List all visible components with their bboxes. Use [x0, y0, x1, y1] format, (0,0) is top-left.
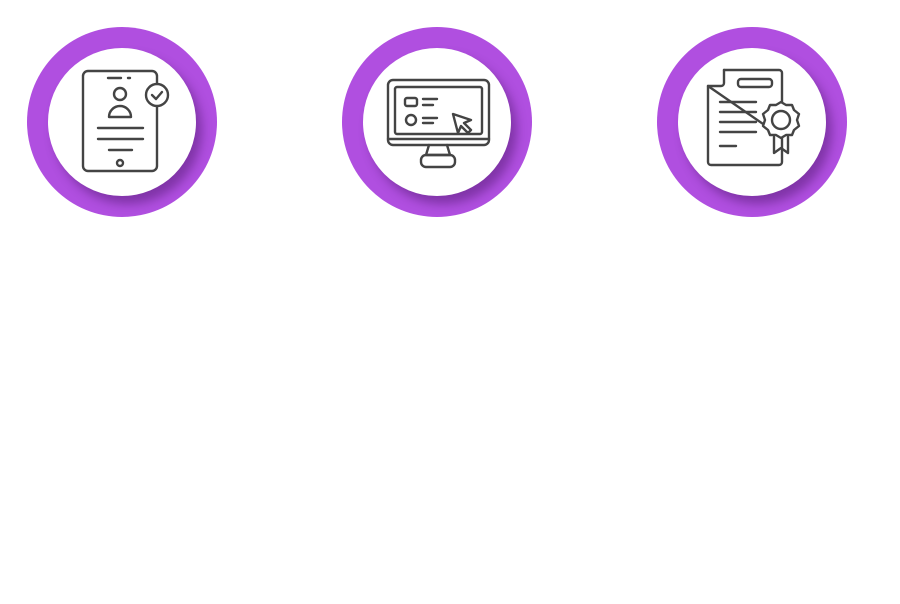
badge-monitor-dashboard — [337, 22, 537, 222]
badge-tablet-profile — [22, 22, 222, 222]
badge-certificate — [652, 22, 852, 222]
tablet-profile-verified-icon — [81, 69, 170, 173]
monitor-dashboard-cursor-icon — [386, 78, 491, 169]
certificate-award-icon — [706, 68, 801, 167]
